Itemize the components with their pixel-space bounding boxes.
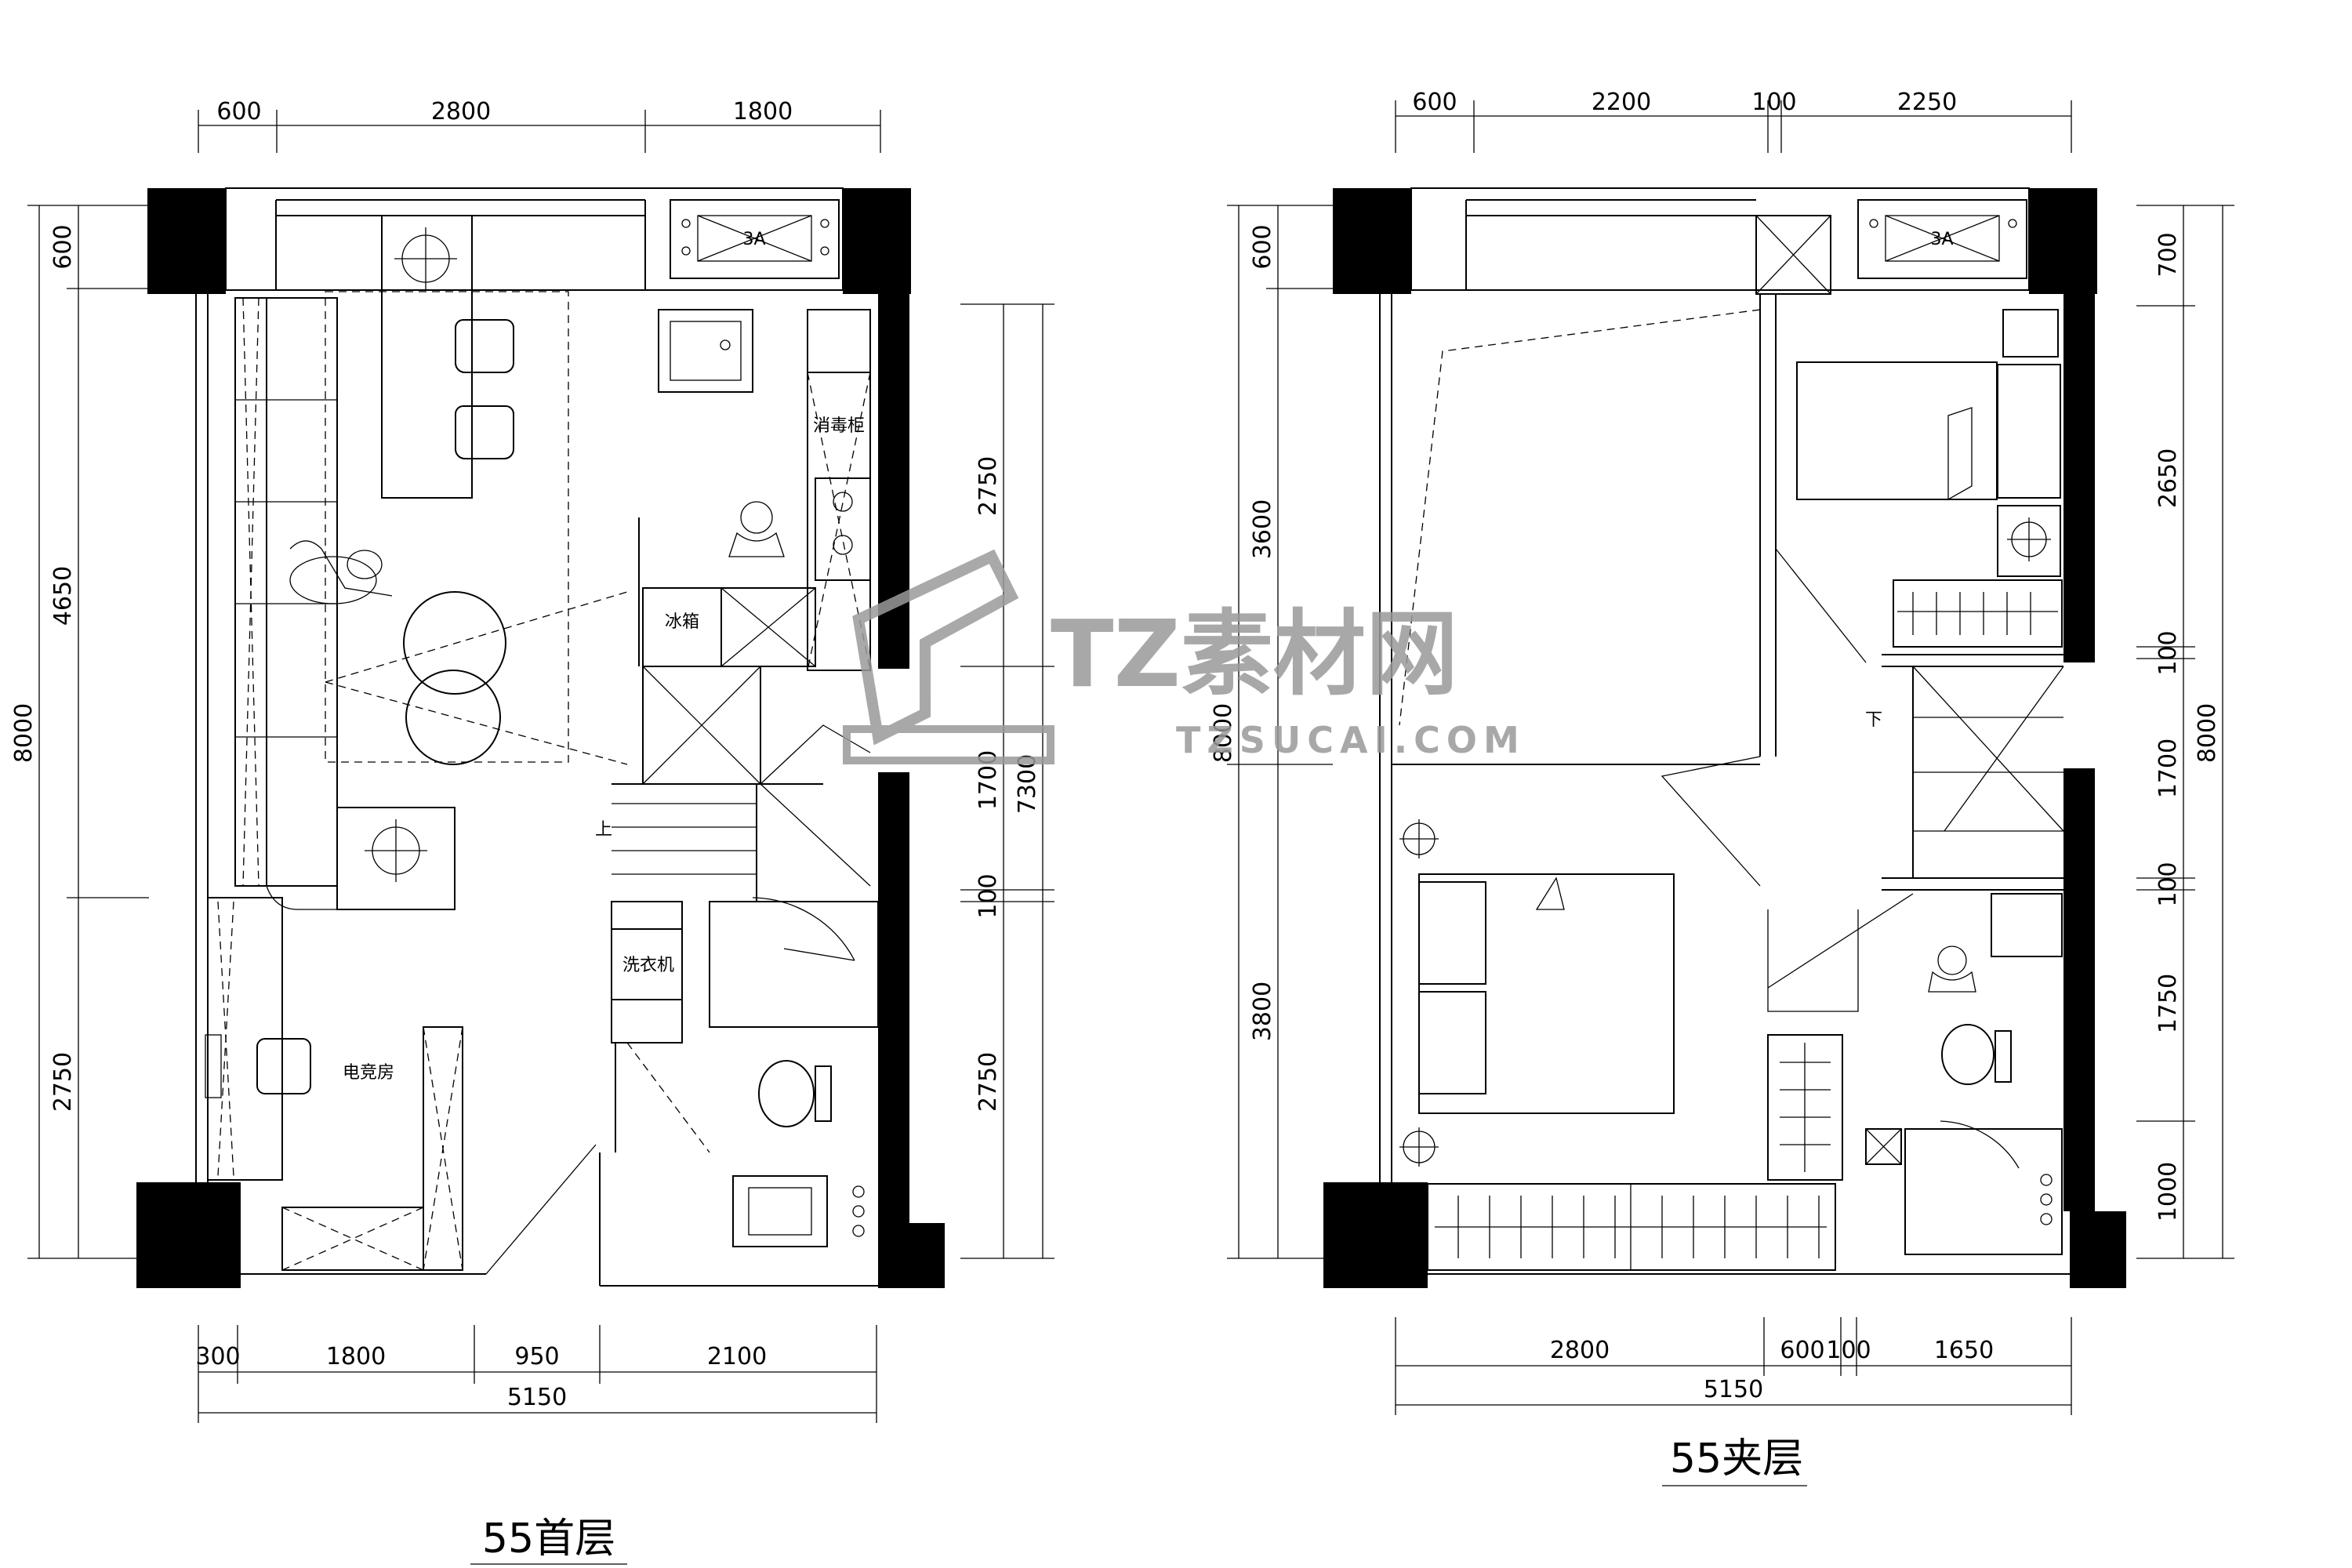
watermark-logo-icon — [843, 549, 1054, 764]
mezz-right-total: 8000 — [2194, 703, 2221, 763]
ground-left-total: 8000 — [10, 703, 38, 763]
ground-bathroom: 洗衣机 — [611, 897, 879, 1247]
ground-bottom-total: 5150 — [507, 1384, 567, 1411]
ground-column-bottom-right — [878, 1223, 945, 1288]
ground-stairs: 上 — [595, 666, 871, 902]
ground-bottom-dimensions: 300 1800 950 2100 5150 — [195, 1325, 877, 1423]
ground-label-stairs-up: 上 — [595, 820, 612, 840]
mezz-bedroom-right — [1796, 309, 2063, 648]
mezz-right-dim-2: 2650 — [2154, 448, 2182, 508]
ground-left-dim-3: 2750 — [49, 1052, 77, 1112]
ground-top-dimensions: 600 2800 1800 — [198, 98, 881, 153]
mezz-right-dim-7: 1000 — [2154, 1162, 2182, 1221]
mezz-top-dim-2: 2200 — [1592, 89, 1651, 116]
ground-right-dim-3: 100 — [975, 873, 1002, 918]
ground-left-dim-1: 600 — [49, 224, 77, 269]
mezzanine-top-dimensions: 600 2200 100 2250 — [1395, 89, 2072, 153]
mezzanine-exterior-walls — [1379, 187, 2070, 1275]
ground-top-dim-3: 1800 — [733, 98, 793, 125]
mezz-bottom-dim-1: 2800 — [1550, 1337, 1610, 1364]
ground-left-dim-2: 4650 — [49, 566, 77, 626]
mezzanine-title: 55夹层 — [1670, 1436, 1803, 1483]
mezz-left-dim-1: 600 — [1249, 224, 1276, 269]
mezz-bottom-dim-4: 1650 — [1934, 1337, 1994, 1364]
mezz-label-stairs-down: 下 — [1865, 710, 1882, 730]
mezz-right-dim-6: 1750 — [2154, 974, 2182, 1033]
mezz-column-bottom-left — [1323, 1182, 1428, 1288]
mezz-top-dim-1: 600 — [1412, 89, 1457, 116]
ground-right-dim-4: 2750 — [975, 1052, 1002, 1112]
ground-right-dim-1: 2750 — [975, 456, 1002, 516]
mezz-wall-right-lower — [2063, 768, 2095, 1211]
mezz-right-dim-5: 100 — [2154, 862, 2182, 906]
ground-bottom-dim-3: 950 — [514, 1343, 559, 1370]
ground-floor-title: 55首层 — [482, 1515, 615, 1563]
ground-tv-unit — [266, 807, 456, 910]
mezz-stairs: 下 — [1865, 654, 2064, 891]
mezz-wall-right-upper — [2063, 294, 2095, 662]
watermark-sub-text: TZSUCAI.COM — [1176, 719, 1526, 761]
ground-label-washing-machine: 洗衣机 — [622, 956, 674, 975]
mezz-bottom-dim-3: 100 — [1826, 1337, 1871, 1364]
mezz-bathroom — [1865, 893, 2063, 1255]
mezz-bedroom-left — [1399, 819, 1914, 1181]
mezz-column-top-left — [1333, 188, 1411, 294]
mezz-left-total: 8000 — [1210, 703, 1237, 763]
ground-window-mark: 3A — [742, 230, 765, 249]
mezz-window-mark: 3A — [1930, 230, 1953, 249]
watermark-main-text: TZ素材网 — [1051, 600, 1458, 708]
mezz-right-dim-1: 700 — [2154, 232, 2182, 277]
mezz-column-bottom-right — [2070, 1211, 2126, 1288]
ground-column-top-right — [843, 188, 911, 294]
mezzanine-window-unit: 3A — [1755, 199, 2027, 295]
ground-living-area — [289, 291, 628, 765]
mezz-wardrobe-bottom — [1427, 1183, 1836, 1271]
ground-bottom-dim-2: 1800 — [326, 1343, 386, 1370]
ground-top-dim-1: 600 — [216, 98, 261, 125]
mezz-bottom-total: 5150 — [1704, 1376, 1763, 1403]
mezz-bottom-dim-2: 600 — [1780, 1337, 1824, 1364]
mezzanine-void — [1392, 294, 1867, 887]
ground-exterior-walls — [195, 187, 878, 1287]
ground-right-dimensions: 2750 1700 100 2750 7300 — [960, 303, 1054, 1259]
mezz-column-top-right — [2029, 188, 2097, 294]
ground-label-esports-room: 电竞房 — [343, 1063, 394, 1083]
ground-sofa — [234, 297, 338, 887]
ground-esports-room: 电竞房 — [205, 897, 597, 1275]
mezzanine-plan: 600 2200 100 2250 600 3600 3800 8000 — [1210, 89, 2234, 1486]
mezz-left-dim-3: 3800 — [1249, 982, 1276, 1041]
ground-bottom-dim-4: 2100 — [707, 1343, 767, 1370]
ground-label-disinfection-cabinet: 消毒柜 — [813, 416, 865, 436]
ground-dining-set — [381, 215, 514, 499]
ground-floor-plan: 600 2800 1800 600 4650 2750 8000 27 — [10, 98, 1054, 1565]
ground-kitchen: 消毒柜 冰箱 — [638, 309, 871, 671]
mezz-right-dim-4: 1700 — [2154, 739, 2182, 798]
ground-top-dim-2: 2800 — [431, 98, 491, 125]
mezz-right-dim-3: 100 — [2154, 630, 2182, 675]
mezz-top-dim-4: 2250 — [1897, 89, 1957, 116]
ground-column-top-left — [147, 188, 226, 294]
ground-column-bottom-left — [136, 1182, 241, 1288]
mezzanine-left-dimensions: 600 3600 3800 8000 — [1210, 205, 1333, 1259]
watermark: TZ素材网 TZSUCAI.COM — [843, 549, 1526, 764]
ground-left-dimensions: 600 4650 2750 8000 — [10, 205, 149, 1259]
ground-window-unit: 3A — [670, 199, 840, 279]
ground-label-fridge: 冰箱 — [665, 612, 699, 632]
mezz-top-dim-3: 100 — [1751, 89, 1796, 116]
mezz-left-dim-2: 3600 — [1249, 499, 1276, 559]
mezzanine-bottom-dimensions: 2800 600 100 1650 5150 — [1395, 1317, 2072, 1415]
mezzanine-right-dimensions: 700 2650 100 1700 100 1750 1000 8000 — [2136, 205, 2234, 1259]
ground-bottom-dim-1: 300 — [195, 1343, 240, 1370]
ground-wall-right-lower — [878, 772, 909, 1223]
